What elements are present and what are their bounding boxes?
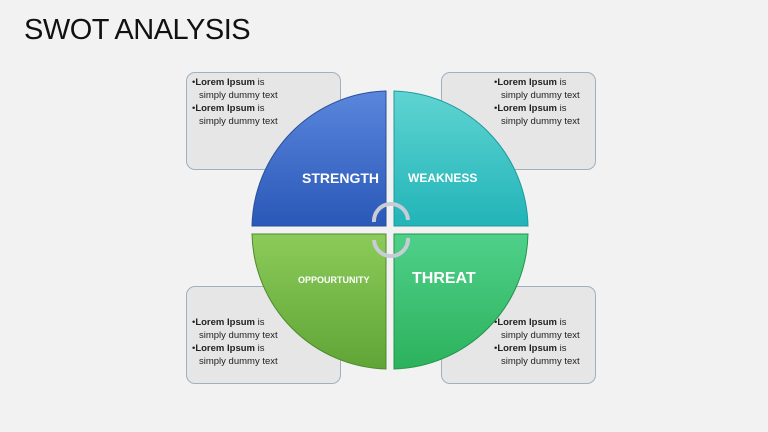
cycle-arrow-icon [371, 202, 410, 223]
threat-quadrant [393, 233, 529, 370]
threat-label: THREAT [412, 270, 476, 287]
slide-title: SWOT ANALYSIS [24, 14, 251, 46]
weakness-quadrant [393, 90, 529, 227]
strength-label: STRENGTH [302, 170, 379, 186]
strength-quadrant [251, 90, 387, 227]
opportunity-label: OPPOURTUNITY [298, 275, 370, 285]
weakness-label: WEAKNESS [408, 171, 478, 185]
opportunity-quadrant [251, 233, 387, 370]
cycle-arrow-icon [372, 237, 411, 258]
